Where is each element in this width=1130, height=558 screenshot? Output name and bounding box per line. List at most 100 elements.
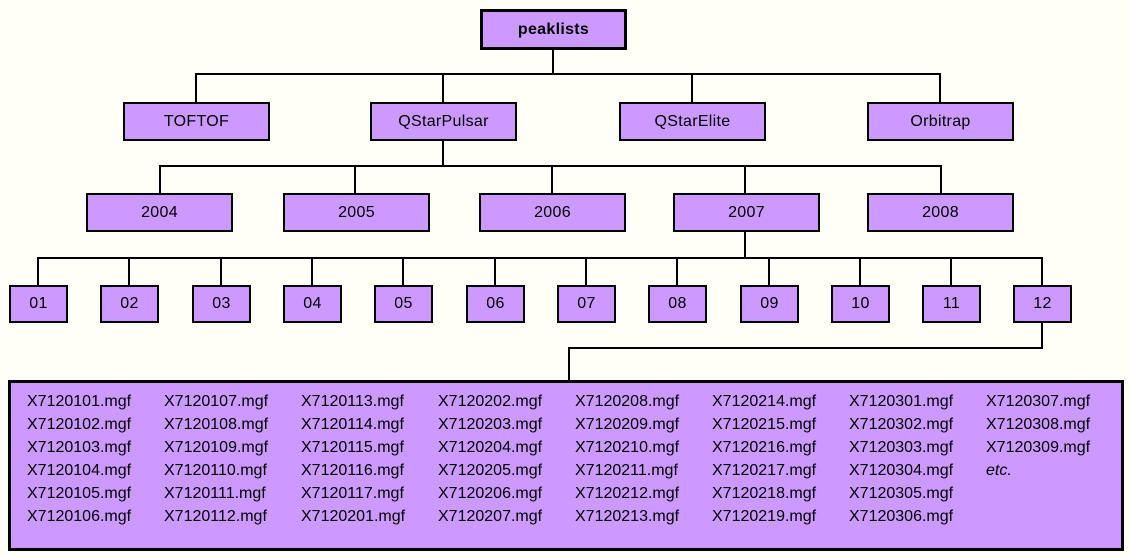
- node-month-02: 02: [100, 285, 159, 323]
- file-item: X7120212.mgf: [575, 485, 680, 502]
- file-item: X7120107.mgf: [164, 393, 269, 410]
- file-item: X7120304.mgf: [849, 462, 954, 479]
- connector-line: [195, 73, 941, 75]
- connector-line: [494, 257, 496, 285]
- file-item: X7120307.mgf: [986, 393, 1091, 410]
- file-item: X7120215.mgf: [712, 416, 817, 433]
- file-item: X7120109.mgf: [164, 439, 269, 456]
- file-item: X7120115.mgf: [301, 439, 404, 456]
- file-item: X7120216.mgf: [712, 439, 817, 456]
- file-item: X7120209.mgf: [575, 416, 680, 433]
- file-item: X7120112.mgf: [164, 508, 267, 525]
- connector-line: [442, 73, 444, 102]
- connector-line: [159, 165, 161, 193]
- file-row: X7120103.mgf X7120109.mgf X7120115.mgf X712…: [27, 436, 1121, 459]
- connector-line: [354, 165, 356, 193]
- connector-line: [442, 141, 444, 165]
- file-etc-label: etc.: [986, 462, 1012, 479]
- file-item: X7120208.mgf: [575, 393, 680, 410]
- node-orbitrap: Orbitrap: [867, 102, 1014, 141]
- connector-line: [1041, 323, 1043, 349]
- node-month-05: 05: [374, 285, 433, 323]
- node-month-04: 04: [283, 285, 342, 323]
- connector-line: [37, 257, 1043, 259]
- connector-line: [220, 257, 222, 285]
- connector-line: [940, 165, 942, 193]
- connector-line: [939, 73, 941, 102]
- file-row: X7120104.mgf X7120110.mgf X7120116.mgf X712…: [27, 459, 1121, 482]
- node-month-01: 01: [9, 285, 68, 323]
- node-month-03: 03: [192, 285, 251, 323]
- file-item: X7120308.mgf: [986, 416, 1091, 433]
- file-item: X7120103.mgf: [27, 439, 132, 456]
- connector-line: [37, 257, 39, 285]
- node-month-09: 09: [740, 285, 799, 323]
- connector-line: [568, 347, 570, 380]
- file-item: X7120301.mgf: [849, 393, 954, 410]
- file-item: X7120101.mgf: [27, 393, 132, 410]
- file-item: X7120213.mgf: [575, 508, 680, 525]
- file-item: X7120303.mgf: [849, 439, 954, 456]
- connector-line: [159, 165, 942, 167]
- connector-line: [195, 73, 197, 102]
- connector-line: [551, 165, 553, 193]
- node-year-2008: 2008: [867, 193, 1014, 232]
- file-item: X7120106.mgf: [27, 508, 132, 525]
- file-item: X7120302.mgf: [849, 416, 954, 433]
- connector-line: [691, 73, 693, 102]
- node-month-08: 08: [648, 285, 707, 323]
- file-item: X7120113.mgf: [301, 393, 404, 410]
- file-item: X7120116.mgf: [301, 462, 404, 479]
- file-item: X7120203.mgf: [438, 416, 543, 433]
- file-item: X7120204.mgf: [438, 439, 543, 456]
- file-item: X7120104.mgf: [27, 462, 132, 479]
- connector-line: [744, 232, 746, 257]
- file-item: X7120114.mgf: [301, 416, 404, 433]
- connector-line: [585, 257, 587, 285]
- file-item: X7120102.mgf: [27, 416, 132, 433]
- connector-line: [744, 165, 746, 193]
- node-month-11: 11: [922, 285, 981, 323]
- file-item: X7120105.mgf: [27, 485, 132, 502]
- connector-line: [128, 257, 130, 285]
- file-item: X7120111.mgf: [164, 485, 266, 502]
- connector-line: [676, 257, 678, 285]
- node-month-10: 10: [831, 285, 890, 323]
- file-item: X7120306.mgf: [849, 508, 954, 525]
- file-item: X7120305.mgf: [849, 485, 954, 502]
- file-item: X7120211.mgf: [575, 462, 678, 479]
- node-year-2006: 2006: [479, 193, 626, 232]
- file-item: X7120202.mgf: [438, 393, 543, 410]
- connector-line: [859, 257, 861, 285]
- file-item: X7120210.mgf: [575, 439, 680, 456]
- file-item: X7120110.mgf: [164, 462, 267, 479]
- node-month-06: 06: [466, 285, 525, 323]
- file-item: X7120217.mgf: [712, 462, 817, 479]
- file-row: X7120101.mgf X7120107.mgf X7120113.mgf X712…: [27, 390, 1121, 413]
- connector-line: [568, 347, 1043, 349]
- node-qstarpulsar: QStarPulsar: [370, 102, 517, 141]
- node-peaklists: peaklists: [480, 9, 627, 50]
- connector-line: [950, 257, 952, 285]
- file-item: X7120219.mgf: [712, 508, 817, 525]
- file-item: X7120206.mgf: [438, 485, 543, 502]
- node-toftof: TOFTOF: [123, 102, 270, 141]
- node-year-2005: 2005: [283, 193, 430, 232]
- node-year-2007: 2007: [673, 193, 820, 232]
- node-year-2004: 2004: [86, 193, 233, 232]
- connector-line: [1041, 257, 1043, 285]
- connector-line: [552, 50, 554, 73]
- file-item: X7120214.mgf: [712, 393, 817, 410]
- file-row: X7120105.mgf X7120111.mgf X7120117.mgf X712…: [27, 482, 1121, 505]
- node-qstarelite: QStarElite: [619, 102, 766, 141]
- connector-line: [402, 257, 404, 285]
- file-item: X7120218.mgf: [712, 485, 817, 502]
- file-item: X7120117.mgf: [301, 485, 404, 502]
- file-item: X7120205.mgf: [438, 462, 543, 479]
- connector-line: [311, 257, 313, 285]
- node-month-07: 07: [557, 285, 616, 323]
